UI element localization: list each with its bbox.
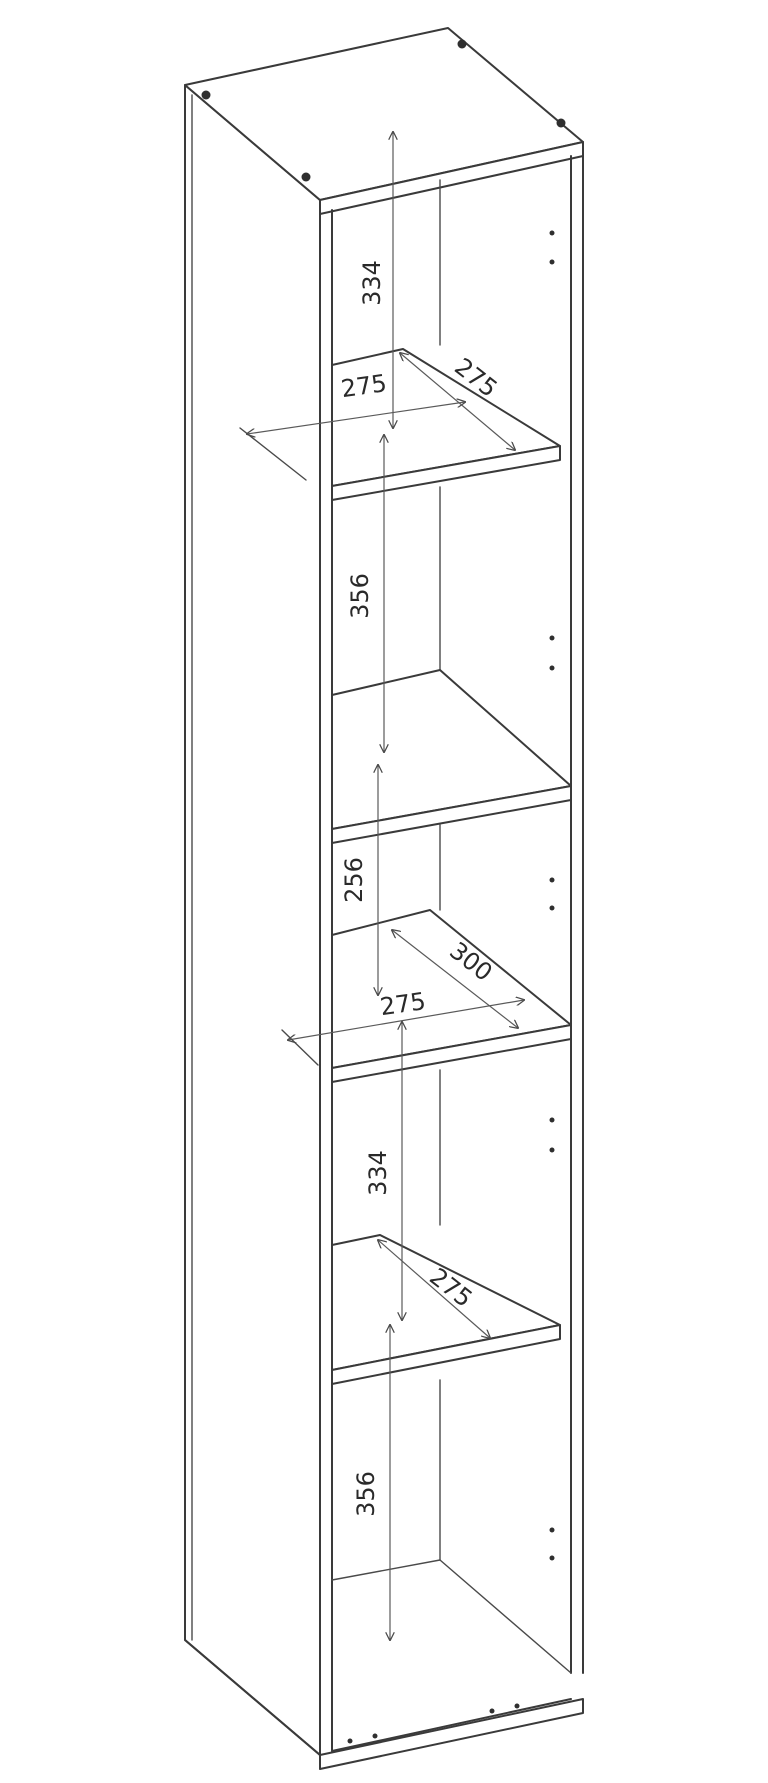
- dimension-lines: [239, 132, 524, 1640]
- dim-label-middle-height: 256: [340, 857, 368, 903]
- dim-line-top-depth: [400, 353, 515, 450]
- cam-hole: [201, 90, 211, 100]
- bottom-panel: [184, 1559, 584, 1770]
- dim-label-top-width: 275: [339, 369, 388, 403]
- right-side-panel: [570, 141, 584, 1674]
- cam-hole: [301, 172, 311, 182]
- dim-line-middle-width: [288, 1000, 524, 1040]
- cam-hole: [514, 1703, 520, 1709]
- dim-label-top-height: 334: [358, 260, 386, 306]
- shelf-2: [331, 669, 572, 844]
- cam-hole: [372, 1733, 378, 1739]
- left-side-panel: [184, 84, 321, 1756]
- dim-label-lower-height: 334: [364, 1150, 392, 1196]
- cam-hole: [457, 39, 467, 49]
- dim-label-middle-width: 275: [378, 987, 427, 1021]
- shelf-pin-holes: [549, 230, 555, 1561]
- cam-hole: [489, 1708, 495, 1714]
- cam-hole: [347, 1738, 353, 1744]
- dim-label-bottom-height: 356: [352, 1471, 380, 1517]
- shelf-4: [331, 1234, 561, 1385]
- dim-line-lower-depth: [378, 1240, 490, 1338]
- cam-hole: [556, 118, 566, 128]
- shelf-3: [331, 909, 572, 1083]
- dim-label-second-height: 356: [346, 573, 374, 619]
